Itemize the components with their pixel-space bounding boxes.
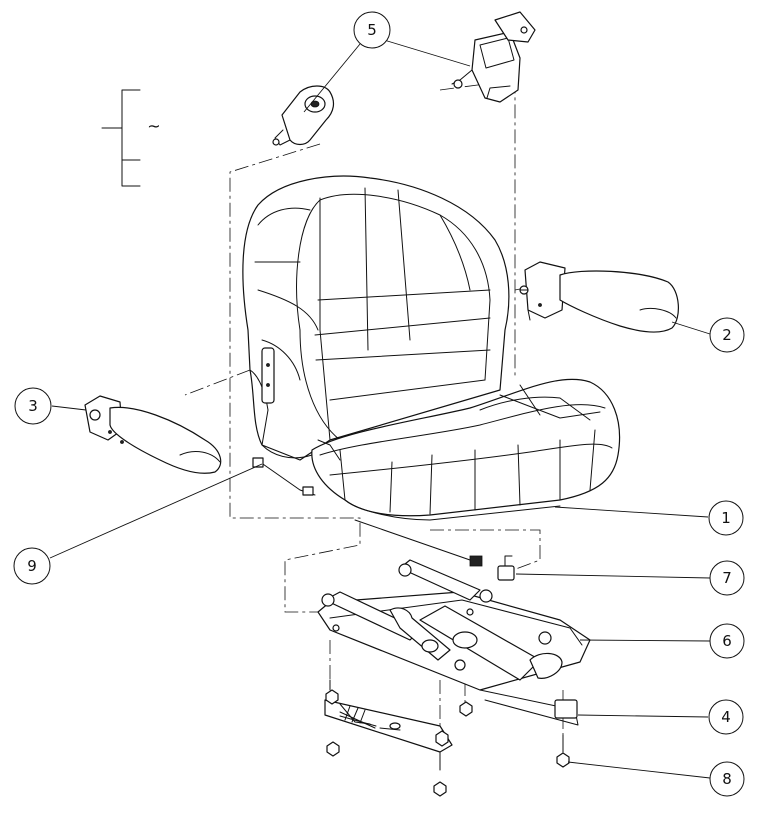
left-armrest xyxy=(84,395,222,474)
callout-6: 6 xyxy=(709,623,745,659)
seat-belt-buckle xyxy=(272,85,335,146)
callout-6-label: 6 xyxy=(722,632,732,650)
callout-8: 8 xyxy=(709,761,745,797)
seat-switch xyxy=(469,555,515,581)
slide-rail xyxy=(324,699,453,753)
callout-9: 9 xyxy=(13,547,51,585)
seat-belt-retractor xyxy=(451,11,536,103)
bracket-glyph: ~ xyxy=(147,117,160,136)
callout-2-label: 2 xyxy=(722,326,732,344)
fasteners xyxy=(325,679,570,797)
callout-7: 7 xyxy=(709,560,745,596)
callout-4: 4 xyxy=(708,699,744,735)
callout-8-label: 8 xyxy=(722,770,732,788)
callout-5: 5 xyxy=(353,11,391,49)
leader-lines xyxy=(49,39,711,779)
callout-9-label: 9 xyxy=(27,557,37,575)
callout-1-label: 1 xyxy=(721,509,731,527)
callout-3: 3 xyxy=(14,387,52,425)
callout-5-label: 5 xyxy=(367,21,377,39)
callout-3-label: 3 xyxy=(28,397,38,415)
callout-1: 1 xyxy=(708,500,744,536)
right-armrest xyxy=(519,261,679,333)
seat-suspension xyxy=(317,559,591,726)
callout-4-label: 4 xyxy=(721,708,731,726)
callout-7-label: 7 xyxy=(722,569,732,587)
callout-2: 2 xyxy=(709,317,745,353)
bracket-group: ~ xyxy=(101,89,161,187)
seat-assembly xyxy=(242,175,621,561)
